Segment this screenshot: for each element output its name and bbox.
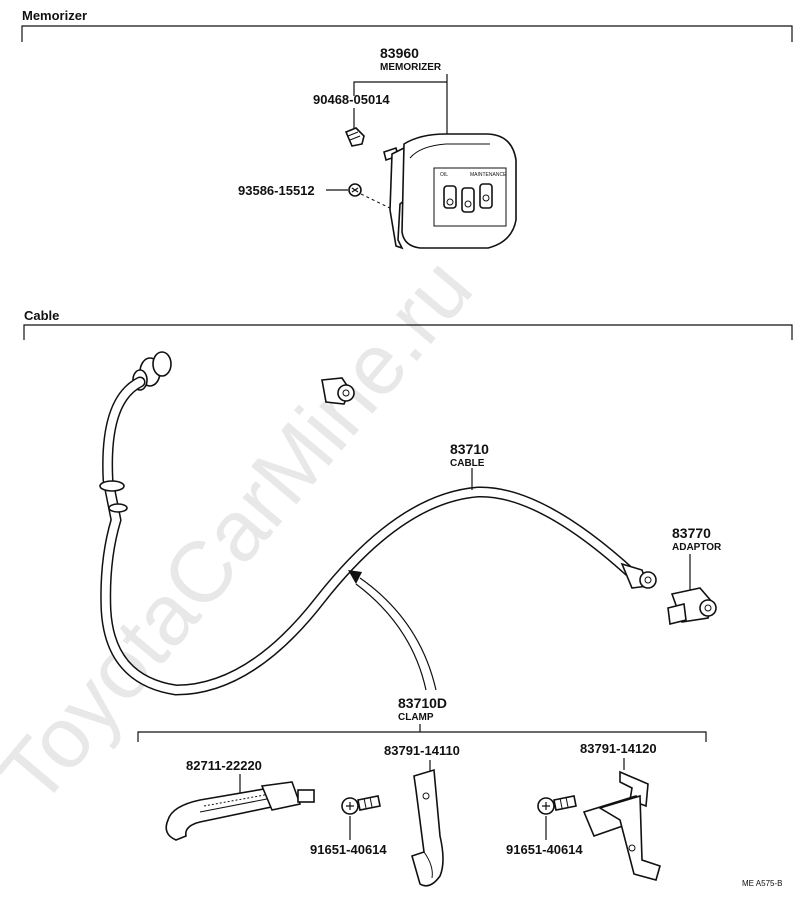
memorizer-cap: [344, 127, 365, 147]
cable-part-name: CABLE: [450, 458, 485, 469]
speedometer-cable-upper: [132, 351, 355, 405]
adaptor: [667, 587, 717, 625]
watermark: ToyotaCarMine.ru: [0, 241, 491, 823]
clamp-location-arrow: [348, 570, 437, 691]
speedometer-cable-main: [99, 376, 657, 696]
memorizer-cap-part-number: 90468-05014: [313, 92, 390, 107]
clamp-2-part-number: 83791-14120: [580, 741, 657, 756]
section-title-cable: Cable: [24, 308, 59, 323]
bolt-2: [537, 795, 577, 815]
memorizer-part-number: 83960: [380, 45, 419, 61]
bolt-1-part-number: 91651-40614: [310, 842, 387, 857]
cable-part-number: 83710: [450, 441, 489, 457]
clamp-2: [582, 770, 661, 881]
section-bracket-cable: [23, 324, 793, 340]
clamp-group-bracket: [137, 724, 707, 742]
reference-code: ME A575-B: [742, 879, 782, 888]
clamp-group-part-number: 83710D: [398, 695, 447, 711]
memorizer-face-oil-label: OIL: [440, 172, 448, 178]
memorizer-part-name: MEMORIZER: [380, 62, 442, 73]
memorizer-screw: [348, 183, 399, 213]
clamp-1-part-number: 83791-14110: [384, 743, 460, 758]
adaptor-part-number: 83770: [672, 525, 711, 541]
bolt-1: [341, 795, 381, 815]
memorizer-face-maintenance-label: MAINTENANCE: [470, 172, 507, 178]
adaptor-part-name: ADAPTOR: [672, 542, 722, 553]
memorizer-leader: [353, 74, 448, 138]
clamp-1: [411, 768, 444, 887]
memorizer-body: OIL MAINTENANCE: [383, 133, 517, 250]
bolt-2-part-number: 91651-40614: [506, 842, 583, 857]
memorizer-screw-part-number: 93586-15512: [238, 183, 315, 198]
section-bracket-memorizer: [21, 25, 793, 42]
clamp-strap: [165, 781, 315, 841]
clamp-group-part-name: CLAMP: [398, 712, 434, 723]
section-title-memorizer: Memorizer: [22, 8, 87, 23]
clamp-strap-part-number: 82711-22220: [186, 758, 262, 773]
